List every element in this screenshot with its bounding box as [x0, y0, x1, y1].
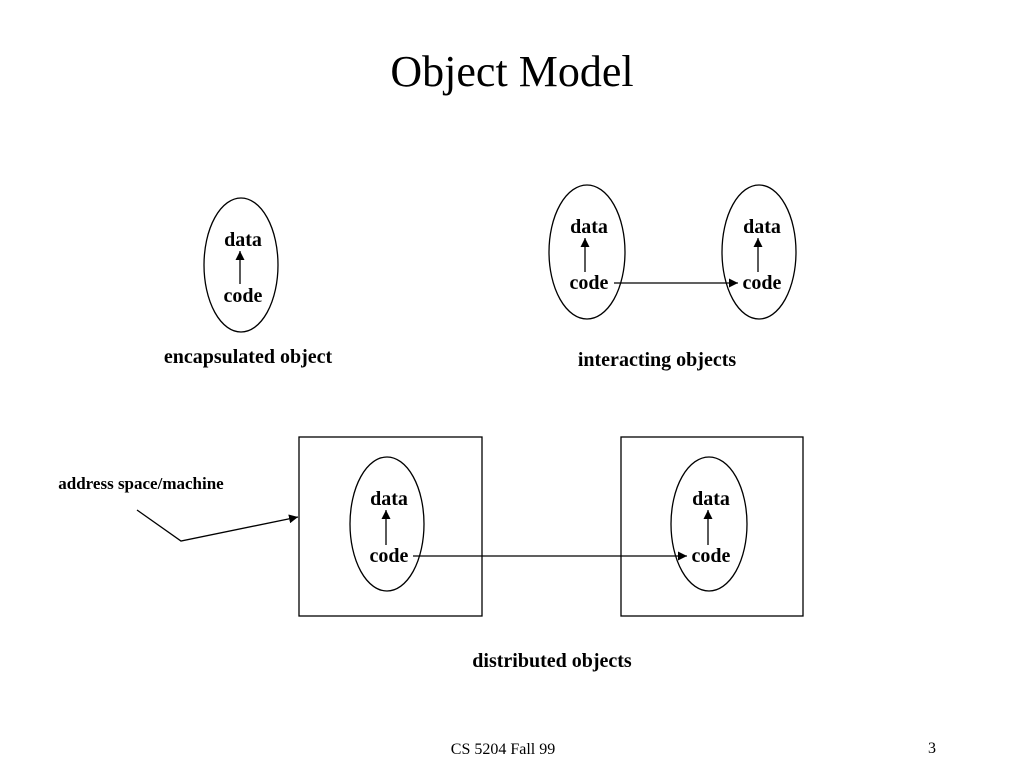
data-label: data — [224, 229, 262, 251]
object-ellipse-right — [721, 184, 797, 320]
distributed-objects: address space/machine data code data cod… — [58, 436, 804, 672]
data-label: data — [370, 488, 408, 510]
object-ellipse-left — [349, 456, 425, 592]
data-label: data — [743, 216, 781, 238]
encapsulated-object: data code encapsulated object — [164, 197, 333, 368]
machine-box-right — [620, 436, 804, 617]
slide-title: Object Model — [390, 47, 633, 96]
address-space-label: address space/machine — [58, 474, 224, 493]
slide-footer: CS 5204 Fall 99 — [451, 741, 555, 758]
encapsulated-caption: encapsulated object — [164, 346, 333, 368]
object-ellipse-right — [670, 456, 748, 592]
page-number: 3 — [928, 740, 936, 757]
code-label: code — [224, 285, 263, 307]
code-label: code — [370, 545, 409, 567]
machine-box-left — [298, 436, 483, 617]
code-label: code — [692, 545, 731, 567]
code-label: code — [570, 272, 609, 294]
address-space-pointer — [136, 509, 299, 542]
data-label: data — [692, 488, 730, 510]
distributed-caption: distributed objects — [472, 650, 632, 672]
interacting-objects: data code data code interacting objects — [548, 184, 797, 371]
data-label: data — [570, 216, 608, 238]
object-ellipse-left — [548, 184, 626, 320]
object-ellipse — [203, 197, 279, 333]
code-label: code — [743, 272, 782, 294]
interacting-caption: interacting objects — [578, 349, 737, 371]
